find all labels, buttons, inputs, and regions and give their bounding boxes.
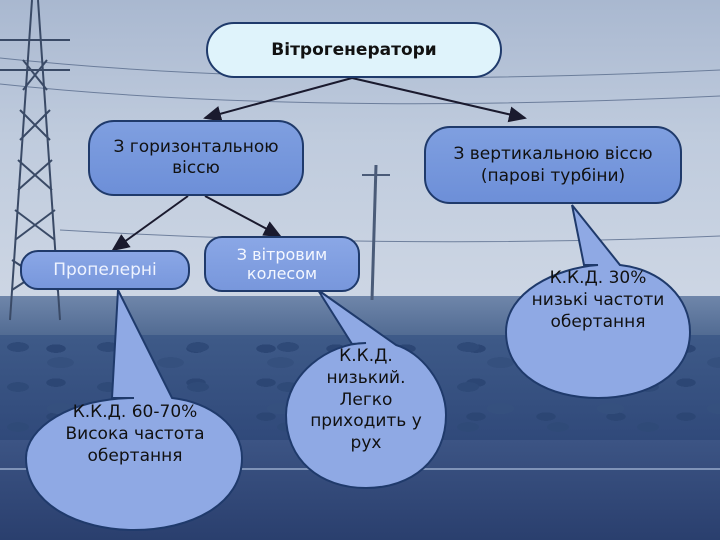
node-root: Вітрогенератори — [206, 22, 502, 78]
node-wind-wheel-label: З вітровим колесом — [206, 245, 358, 283]
callout-propeller: К.К.Д. 60-70% Висока частота обертання — [50, 402, 220, 467]
node-wind-wheel: З вітровим колесом — [204, 236, 360, 292]
node-propeller-label: Пропелерні — [53, 260, 157, 280]
callout-vertical-text: К.К.Д. 30% низькі частоти обертання — [532, 268, 665, 332]
node-propeller: Пропелерні — [20, 250, 190, 290]
arrow-root-vertical — [352, 78, 525, 118]
node-horizontal-axis: З горизонтальною віссю — [88, 120, 304, 196]
node-vertical-axis: З вертикальною віссю (парові турбіни) — [424, 126, 682, 204]
node-vertical-axis-label: З вертикальною віссю (парові турбіни) — [436, 143, 670, 187]
node-root-label: Вітрогенератори — [271, 40, 436, 60]
callout-wheel-text: К.К.Д. низький. Легко приходить у рух — [310, 346, 422, 453]
callout-wheel: К.К.Д. низький. Легко приходить у рух — [308, 346, 424, 455]
node-horizontal-axis-label: З горизонтальною віссю — [98, 137, 294, 180]
arrow-horizontal-wheel — [205, 196, 280, 236]
arrow-root-horizontal — [205, 78, 352, 118]
callout-propeller-text: К.К.Д. 60-70% Висока частота обертання — [66, 402, 205, 466]
arrow-horizontal-propeller — [113, 196, 188, 250]
callout-vertical: К.К.Д. 30% низькі частоти обертання — [530, 268, 666, 333]
